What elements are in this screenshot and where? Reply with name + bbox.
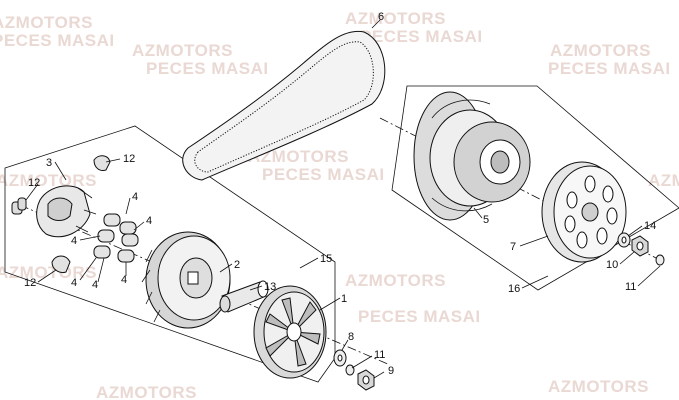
watermark-bottom-left: AZMOTORS xyxy=(96,383,197,400)
watermark-top-center-right: AZMOTORS PECES MASAI xyxy=(345,9,483,46)
watermark-line2: PECES MASAI xyxy=(146,59,269,78)
callout-2: 2 xyxy=(234,259,240,271)
callout-3: 3 xyxy=(46,157,52,169)
watermark-line1: AZMOTORS xyxy=(96,383,197,400)
watermark-mid-left: AZMOTORS xyxy=(0,171,97,190)
callout-4-d: 4 xyxy=(71,277,77,289)
callout-10: 10 xyxy=(606,259,618,271)
callout-4-e: 4 xyxy=(92,279,98,291)
slider-12-bottom xyxy=(51,255,71,273)
callout-5: 5 xyxy=(483,214,489,226)
callout-12-left: 12 xyxy=(28,177,40,189)
callout-16: 16 xyxy=(508,283,520,295)
callout-6: 6 xyxy=(378,11,384,23)
watermark-line2: PECES MASAI xyxy=(262,165,385,184)
watermark-line2: PECES MASAI xyxy=(548,59,671,78)
watermark-mid-center: AZMOTORS PECES MASAI xyxy=(248,147,385,184)
ramp-plate xyxy=(36,185,97,238)
watermark-top-right: AZMOTORS PECES MASAI xyxy=(548,41,671,78)
watermark-line2: PECES MASAI xyxy=(360,27,483,46)
callout-12-bottom: 12 xyxy=(24,277,36,289)
washer-8 xyxy=(333,349,347,367)
watermark-low-center: AZMOTORS PECES MASAI xyxy=(345,271,481,326)
clutch-bell xyxy=(541,161,627,263)
callout-1: 1 xyxy=(341,293,347,305)
callout-11-left: 11 xyxy=(374,349,385,361)
callout-12-top: 12 xyxy=(123,153,135,165)
watermark-line1: AZMOTORS xyxy=(345,271,446,290)
drive-belt xyxy=(182,30,386,181)
washer-11-right xyxy=(655,254,665,266)
callout-13: 13 xyxy=(264,281,276,293)
callout-4-b: 4 xyxy=(146,215,152,227)
watermark-line1: AZMOTORS xyxy=(0,171,97,190)
nut-9 xyxy=(357,369,375,391)
watermarks: AZMOTORS PECES MASAI AZMOTORS PECES MASA… xyxy=(0,9,679,400)
callout-4-c: 4 xyxy=(71,235,77,247)
callout-11-right: 11 xyxy=(625,281,636,293)
slider-12-left xyxy=(11,197,27,215)
watermark-bottom-right: AZMOTORS xyxy=(548,377,649,396)
driven-pulley xyxy=(413,91,531,221)
watermark-line1: AZMOTORS xyxy=(248,147,349,166)
watermark-line1: AZMOTORS xyxy=(550,41,651,60)
watermark-line1: AZMOTORS xyxy=(548,377,649,396)
roller-weights xyxy=(93,213,139,263)
watermark-line1: AZMOTORS xyxy=(0,263,97,282)
callout-9: 9 xyxy=(388,365,394,377)
center-line-drive xyxy=(19,204,391,366)
watermark-top-left: AZMOTORS PECES MASAI xyxy=(0,13,115,50)
watermark-mid-right: AZMOTORS xyxy=(648,171,679,190)
callout-labels: 6 5 7 16 14 10 11 3 12 12 12 4 4 4 4 4 4… xyxy=(24,11,656,377)
callout-8: 8 xyxy=(348,331,354,343)
watermark-line1: AZMOTORS xyxy=(345,9,446,28)
slider-12-top xyxy=(93,155,111,171)
fixed-drive-face xyxy=(253,285,327,379)
watermark-line2: PECES MASAI xyxy=(0,31,115,50)
callout-4-a: 4 xyxy=(132,191,138,203)
washer-11-left xyxy=(345,364,355,376)
callout-14: 14 xyxy=(644,220,656,232)
watermark-line2: PECES MASAI xyxy=(358,307,481,326)
movable-drive-face xyxy=(141,231,231,329)
watermark-line1: AZMOTORS xyxy=(648,171,679,190)
watermark-low-left: AZMOTORS xyxy=(0,263,97,282)
callout-4-f: 4 xyxy=(121,274,127,286)
callout-15: 15 xyxy=(320,253,332,265)
watermark-line1: AZMOTORS xyxy=(132,41,233,60)
leader-lines xyxy=(25,19,661,379)
watermark-top-center: AZMOTORS PECES MASAI xyxy=(132,41,269,78)
washer-14 xyxy=(617,232,631,248)
watermark-line1: AZMOTORS xyxy=(0,13,93,32)
callout-7: 7 xyxy=(510,241,516,253)
nut-10 xyxy=(631,235,649,257)
collar-13 xyxy=(219,280,269,313)
